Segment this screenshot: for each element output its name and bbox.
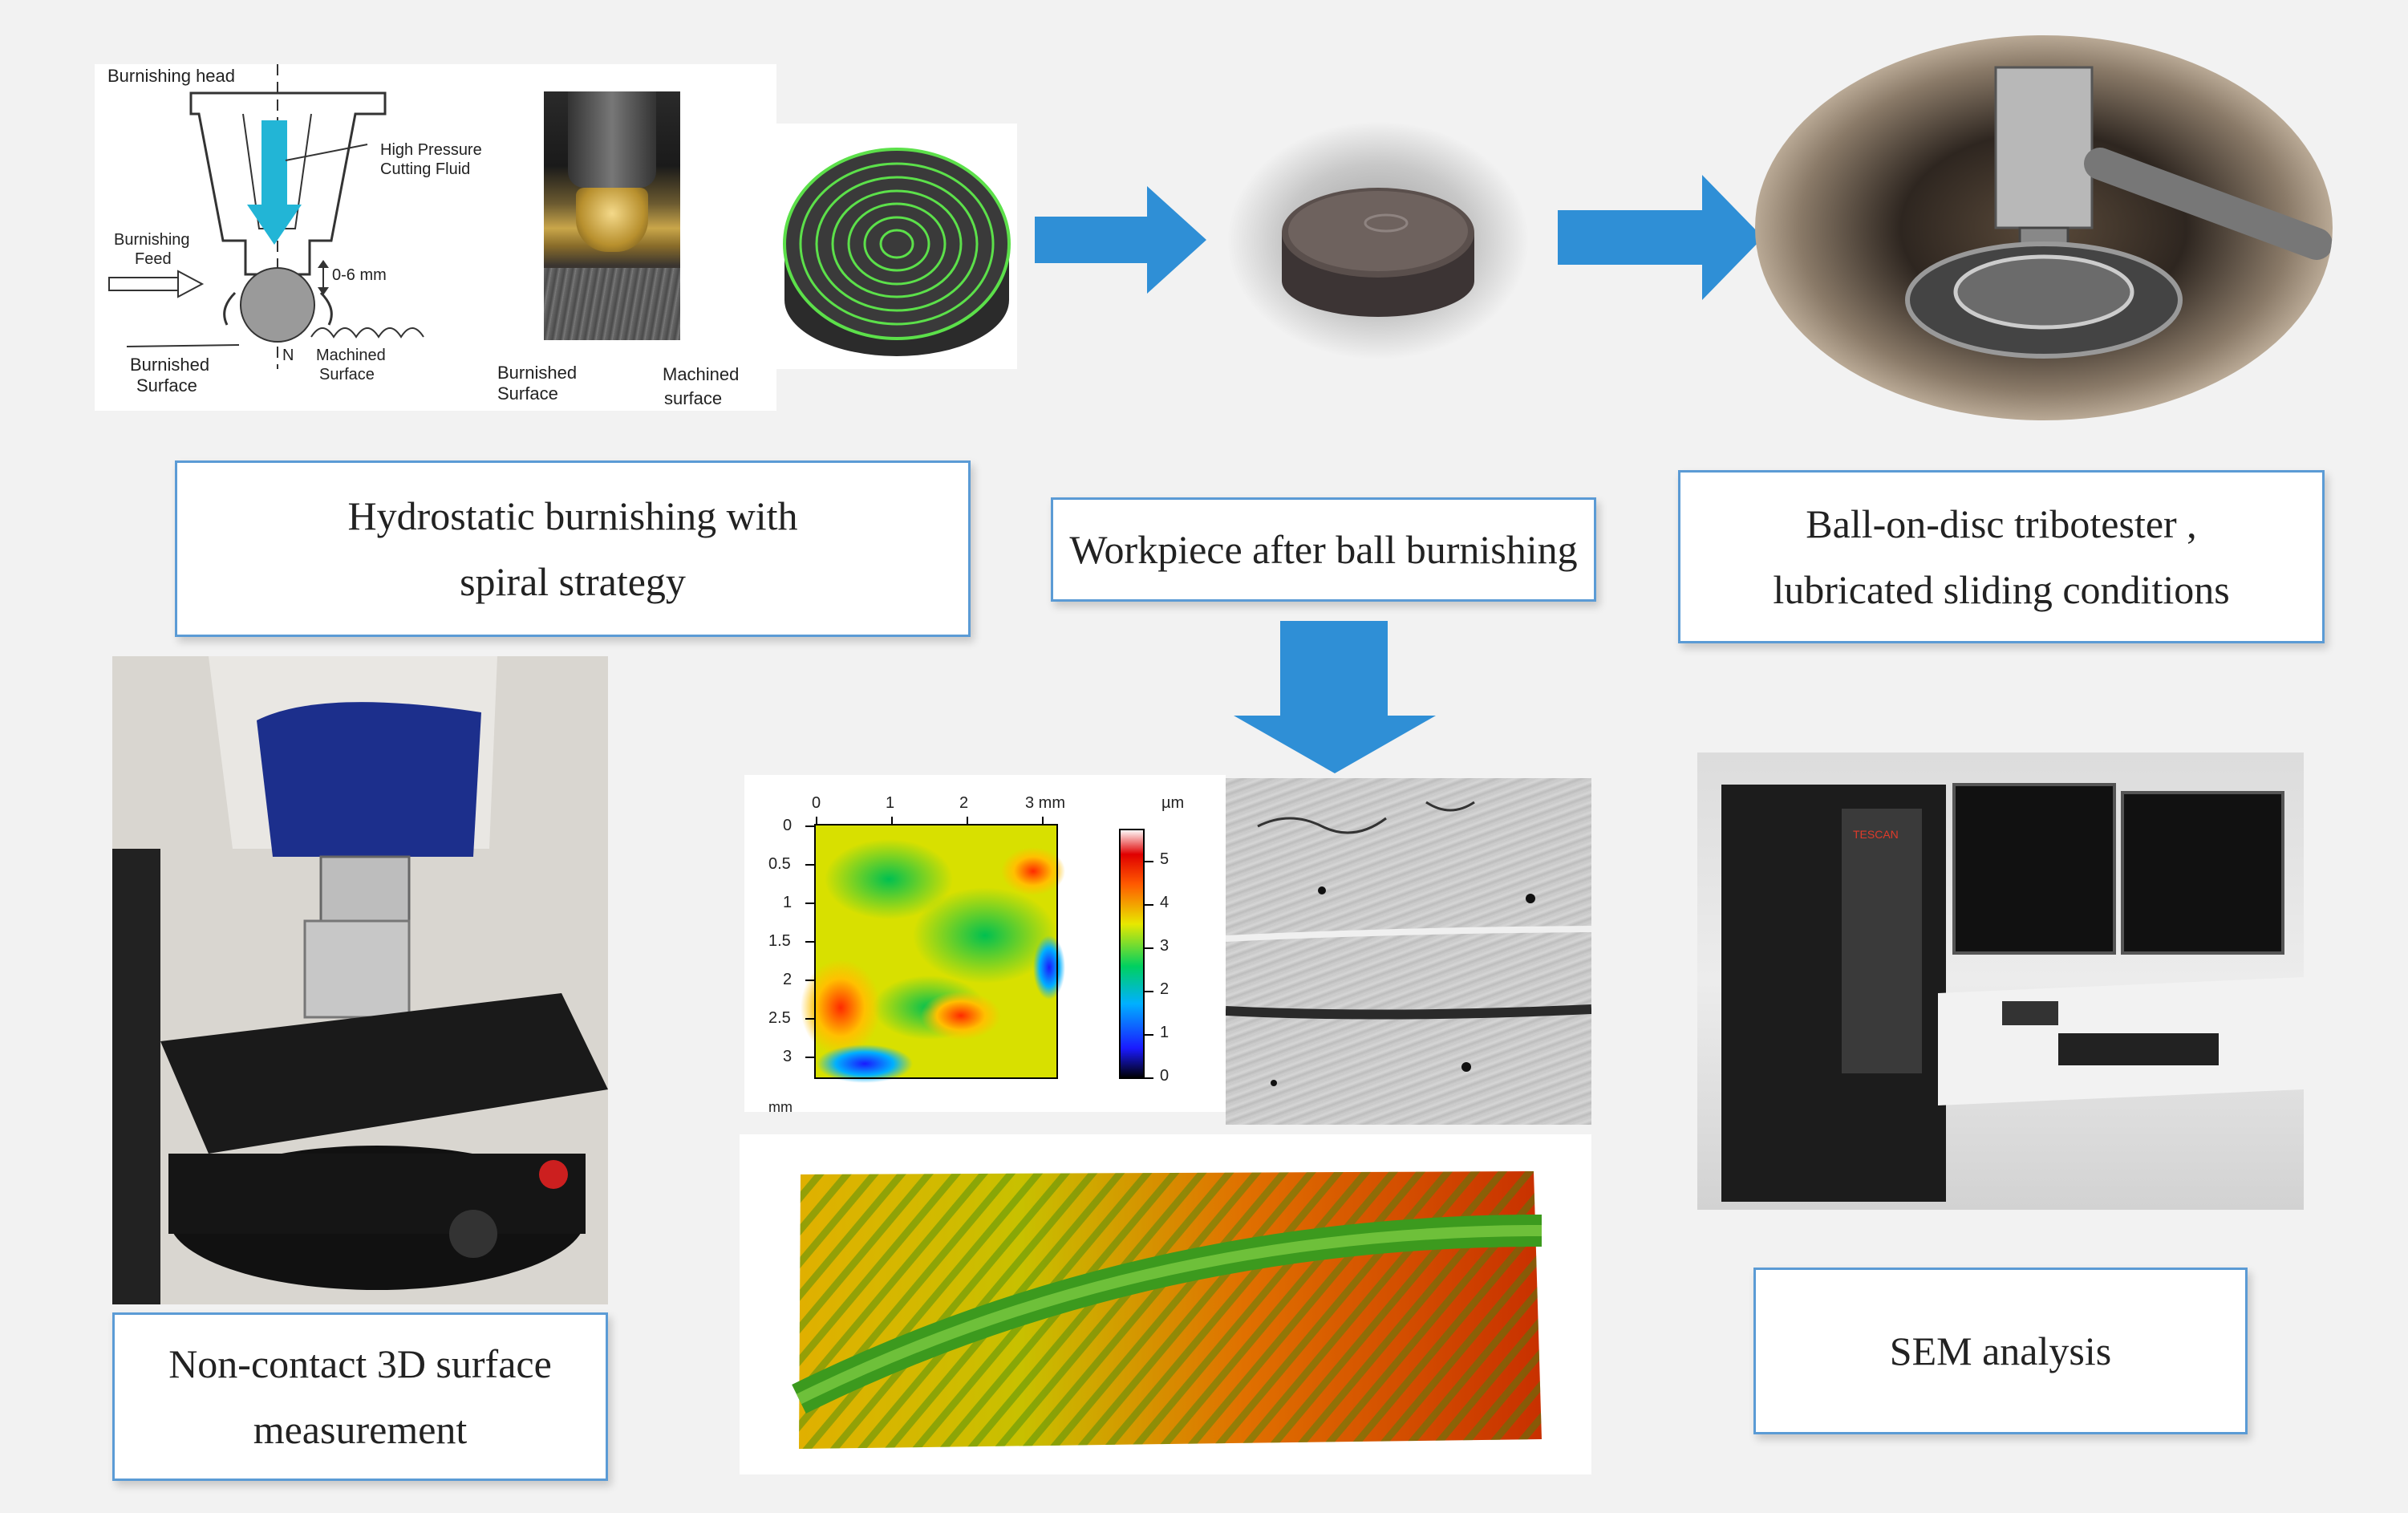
arrow-right-2 — [1558, 175, 1763, 300]
caption-tribotester-line-1: Ball-on-disc tribotester , — [1806, 501, 2197, 546]
schematic-machined-label-2: Surface — [319, 366, 375, 383]
sem-micrograph — [1226, 778, 1591, 1125]
schematic-burnished-label-2: Surface — [136, 375, 197, 395]
tribotester-photo — [1755, 35, 2333, 420]
topography-map-panel: 0 1 2 3 mm 0 0.5 1 1.5 2 2.5 3 mm µm 5 4… — [744, 775, 1226, 1112]
spiral-disc-render — [776, 124, 1017, 369]
map-y-tick-1: 0.5 — [768, 855, 791, 873]
caption-workpiece-line: Workpiece after ball burnishing — [1069, 527, 1578, 572]
schematic-feed-label-2: Feed — [135, 250, 172, 268]
workpiece-photo — [1226, 120, 1530, 361]
map-x-tick-3: 3 mm — [1025, 794, 1065, 812]
schematic-burnished-label-1: Burnished — [130, 355, 210, 375]
photo-machined-label-1: Machined — [663, 364, 740, 384]
profilometer-photo — [112, 656, 608, 1304]
map-y-tick-2: 1 — [783, 894, 793, 911]
caption-hydrostatic-burnishing: Hydrostatic burnishing with spiral strat… — [175, 460, 971, 637]
schematic-feed-label-1: Burnishing — [114, 231, 190, 249]
schematic-high-pressure-label: High Pressure — [380, 141, 482, 159]
map-x-tick-0: 0 — [812, 794, 821, 812]
caption-hydrostatic-line-1: Hydrostatic burnishing with — [347, 493, 798, 538]
sem-brand-label: TESCAN — [1853, 828, 1899, 841]
map-y-tick-3: 1.5 — [768, 932, 791, 950]
map-y-tick-5: 2.5 — [768, 1009, 791, 1027]
surface-3d-render — [740, 1134, 1591, 1474]
scale-tick-4: 4 — [1160, 894, 1170, 911]
photo-burnished-label-1: Burnished — [497, 363, 578, 383]
burnishing-tool-photo — [544, 91, 680, 340]
scale-tick-2: 2 — [1160, 980, 1170, 998]
photo-burnished-label-2: Surface — [497, 383, 558, 404]
caption-sem-analysis: SEM analysis — [1753, 1268, 2248, 1434]
scale-unit: µm — [1161, 794, 1185, 812]
scale-tick-5: 5 — [1160, 850, 1170, 868]
caption-sem-line: SEM analysis — [1889, 1328, 2112, 1373]
burnishing-schematic: Burnishing head High Pressure Cutting Fl… — [95, 64, 776, 411]
arrow-down — [1234, 621, 1436, 773]
caption-non-contact-line-2: measurement — [253, 1407, 468, 1452]
map-x-tick-1: 1 — [886, 794, 895, 812]
schematic-machined-label-1: Machined — [316, 347, 386, 364]
schematic-normal-label: N — [282, 347, 294, 364]
map-y-tick-4: 2 — [783, 971, 793, 988]
map-x-tick-2: 2 — [959, 794, 969, 812]
schematic-drawing — [108, 64, 424, 369]
scale-tick-3: 3 — [1160, 937, 1170, 955]
spiral-disc-svg — [783, 148, 1011, 356]
scale-tick-0: 0 — [1160, 1067, 1170, 1085]
schematic-cutting-fluid-label: Cutting Fluid — [380, 160, 471, 178]
caption-hydrostatic-line-2: spiral strategy — [460, 559, 686, 604]
sem-machine-photo: TESCAN — [1697, 752, 2304, 1210]
map-y-tick-6: 3 — [783, 1048, 793, 1065]
schematic-burnishing-head-label: Burnishing head — [107, 66, 236, 86]
map-y-tick-0: 0 — [783, 817, 793, 834]
caption-tribotester-line-2: lubricated sliding conditions — [1773, 567, 2230, 612]
caption-non-contact-measurement: Non-contact 3D surface measurement — [112, 1312, 608, 1481]
schematic-gap-label: 0-6 mm — [332, 266, 387, 284]
arrow-right-1 — [1035, 186, 1206, 294]
photo-machined-label-2: surface — [664, 388, 723, 408]
caption-tribotester: Ball-on-disc tribotester , lubricated sl… — [1678, 470, 2325, 643]
scale-tick-1: 1 — [1160, 1024, 1170, 1041]
caption-workpiece: Workpiece after ball burnishing — [1051, 497, 1596, 602]
caption-non-contact-line-1: Non-contact 3D surface — [168, 1341, 552, 1386]
map-axis-unit: mm — [768, 1099, 793, 1112]
